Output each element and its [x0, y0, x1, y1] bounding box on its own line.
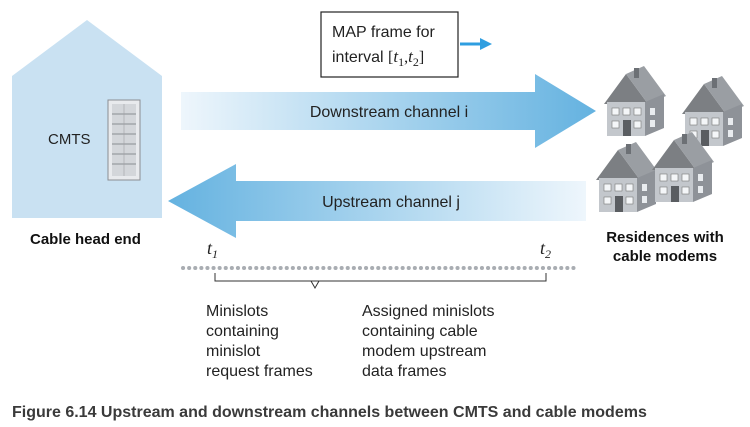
map-t1: t: [393, 47, 399, 66]
figure-caption: Figure 6.14 Upstream and downstream chan…: [12, 404, 647, 421]
timeline-t2: t2: [540, 238, 551, 261]
map-frame-line1: MAP frame for: [332, 24, 436, 41]
downstream-channel-arrow: Downstream channel i: [181, 74, 596, 148]
residences-caption-line2: cable modems: [613, 248, 717, 265]
cmts-rack-icon: [107, 99, 141, 181]
cmts-label: CMTS: [48, 131, 91, 148]
house-icon: [595, 141, 659, 213]
svg-text:containing cable: containing cable: [362, 323, 478, 340]
svg-text:minislot: minislot: [206, 343, 261, 360]
head-end-caption: Cable head end: [30, 231, 141, 248]
data-minislots-label: Assigned minislots containing cable mode…: [362, 303, 495, 380]
request-minislots-brace: [214, 273, 320, 290]
residences-caption-line1: Residences with: [606, 229, 724, 246]
svg-text:Assigned minislots: Assigned minislots: [362, 303, 495, 320]
svg-text:containing: containing: [206, 323, 279, 340]
downstream-label: Downstream channel i: [310, 104, 468, 121]
map-t2: t: [408, 47, 414, 66]
house-icon: [603, 65, 667, 137]
svg-text:modem upstream: modem upstream: [362, 343, 487, 360]
data-minislots-brace: [311, 273, 547, 282]
map-frame-line2: interval [t1,t2]: [332, 47, 424, 69]
request-minislots-label: Minislots containing minislot request fr…: [206, 303, 313, 380]
svg-text:Minislots: Minislots: [206, 303, 268, 320]
upstream-channel-arrow: Upstream channel j: [168, 164, 586, 238]
map-frame-arrow: [460, 38, 492, 50]
upstream-label: Upstream channel j: [322, 194, 460, 211]
svg-text:data frames: data frames: [362, 363, 446, 380]
head-end-building: CMTS: [12, 20, 162, 218]
residences-group: [595, 65, 745, 213]
svg-text:request frames: request frames: [206, 363, 313, 380]
timeline-t1: t1: [207, 238, 218, 261]
map-frame-box: MAP frame for interval [t1,t2]: [320, 11, 459, 78]
